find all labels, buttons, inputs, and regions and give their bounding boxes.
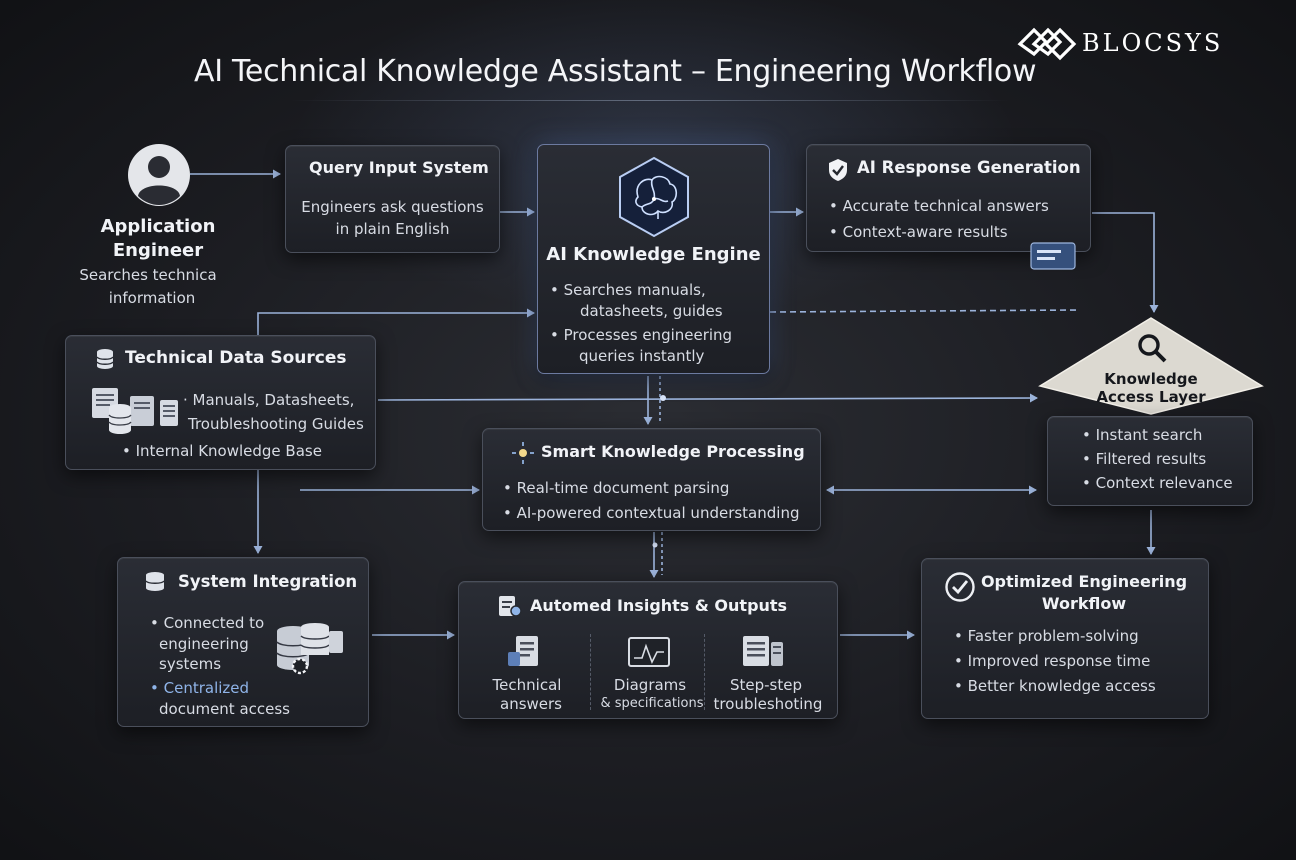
sources-line3: • Internal Knowledge Base — [122, 442, 322, 460]
system-integration-card: System Integration • Connected to engine… — [117, 557, 369, 727]
diagram-chart-icon — [628, 637, 670, 667]
insights-divider-2 — [704, 634, 706, 710]
optimized-title-1: Optimized Engineering — [980, 572, 1188, 591]
query-line2: in plain English — [335, 220, 450, 238]
arrow-sources-to-access — [377, 393, 1038, 403]
access-title-1: Knowledge — [1104, 370, 1198, 388]
processing-title: Smart Knowledge Processing — [541, 442, 805, 461]
access-bullet3: • Context relevance — [1082, 474, 1233, 492]
engine-title: AI Knowledge Engine — [546, 244, 761, 265]
page-title: AI Technical Knowledge Assistant – Engin… — [194, 54, 1037, 89]
insights-item3-line2: troubleshoting — [713, 695, 823, 713]
blocsys-logo-icon — [1017, 27, 1077, 61]
ai-knowledge-engine-card: AI Knowledge Engine • Searches manuals, … — [537, 144, 770, 374]
knowledge-access-layer: Knowledge Access Layer — [1036, 316, 1266, 416]
integration-b2-2: document access — [159, 700, 290, 718]
response-title: AI Response Generation — [857, 158, 1081, 177]
brand-logo: BLOCSYS — [1016, 24, 1236, 64]
ai-brain-icon — [619, 156, 689, 238]
integration-title: System Integration — [178, 572, 358, 591]
chat-card-icon — [1030, 242, 1076, 270]
integration-b1-3: systems — [159, 655, 222, 673]
engineer-desc-1: Searches technica — [79, 266, 217, 284]
engine-bullet2-line1: • Processes engineering — [550, 326, 733, 344]
integration-b1-2: engineering — [159, 635, 249, 653]
insights-outputs-card: Automed Insights & Outputs Technical ans… — [458, 581, 838, 719]
brand-name: BLOCSYS — [1082, 29, 1224, 57]
insights-item1-line1: Technical — [492, 676, 562, 694]
document-stack-icon — [92, 388, 178, 434]
ai-response-card: AI Response Generation • Accurate techni… — [806, 144, 1091, 270]
engineer-desc-2: information — [108, 289, 196, 307]
arrow-response-to-access — [1092, 212, 1159, 313]
response-bullet2: • Context-aware results — [829, 223, 1008, 241]
technical-data-sources-card: Technical Data Sources · Manuals, Datash… — [65, 335, 376, 470]
engine-bullet2-line2: queries instantly — [579, 347, 705, 365]
engineer-title-1: Application — [100, 216, 216, 237]
integration-b1-1: • Connected to — [150, 614, 265, 632]
insights-item3-line1: Step-step — [729, 676, 802, 694]
access-diamond — [1038, 317, 1264, 415]
sources-title: Technical Data Sources — [125, 348, 347, 368]
access-details-card: • Instant search • Filtered results • Co… — [1047, 416, 1253, 506]
smart-processing-card: Smart Knowledge Processing • Real-time d… — [482, 428, 821, 531]
integration-b2-1: • Centralized — [150, 679, 250, 697]
query-title: Query Input System — [309, 158, 489, 177]
engine-bullet1-line1: • Searches manuals, — [550, 281, 706, 299]
server-stack-icon — [145, 572, 165, 591]
optimized-bullet3: • Better knowledge access — [954, 677, 1156, 695]
checklist-icon — [743, 636, 783, 666]
optimized-title-2: Workflow — [1041, 594, 1127, 613]
engine-bullet1-line2: datasheets, guides — [580, 302, 723, 320]
sources-line2: Troubleshooting Guides — [188, 415, 364, 433]
document-gear-icon — [499, 596, 522, 617]
access-title-2: Access Layer — [1096, 388, 1206, 406]
magnifier-icon — [1138, 334, 1167, 363]
shield-check-icon — [829, 159, 847, 181]
servers-gear-icon — [276, 623, 343, 675]
processing-bullet2: • AI-powered contextual understanding — [503, 504, 800, 522]
sparkle-icon — [512, 442, 534, 464]
optimized-bullet2: • Improved response time — [954, 652, 1151, 670]
title-underline — [290, 100, 1010, 101]
processing-bullet1: • Real-time document parsing — [503, 479, 730, 497]
check-circle-icon — [945, 572, 975, 602]
access-bullet1: • Instant search — [1082, 426, 1203, 444]
application-engineer: Application Engineer Searches technica i… — [70, 140, 250, 310]
user-avatar-icon — [128, 144, 190, 206]
insights-title: Automed Insights & Outputs — [530, 596, 788, 615]
optimized-workflow-card: Optimized Engineering Workflow • Faster … — [921, 558, 1209, 719]
query-input-card: Query Input System Engineers ask questio… — [285, 145, 500, 253]
sources-line1: · Manuals, Datasheets, — [183, 391, 355, 409]
engineer-title-2: Engineer — [112, 240, 204, 261]
database-icon — [96, 349, 114, 369]
dashed-engine-to-access — [769, 309, 1081, 313]
arrow-sources-to-engine — [257, 308, 535, 338]
access-bullet2: • Filtered results — [1082, 450, 1207, 468]
document-icon — [508, 636, 538, 666]
optimized-bullet1: • Faster problem-solving — [954, 627, 1139, 645]
insights-item2-line1: Diagrams — [613, 676, 687, 694]
query-line1: Engineers ask questions — [301, 198, 484, 216]
response-bullet1: • Accurate technical answers — [829, 197, 1049, 215]
insights-item2-line2: & specifications — [600, 696, 704, 711]
insights-item1-line2: answers — [500, 695, 562, 713]
insights-divider-1 — [590, 634, 592, 710]
